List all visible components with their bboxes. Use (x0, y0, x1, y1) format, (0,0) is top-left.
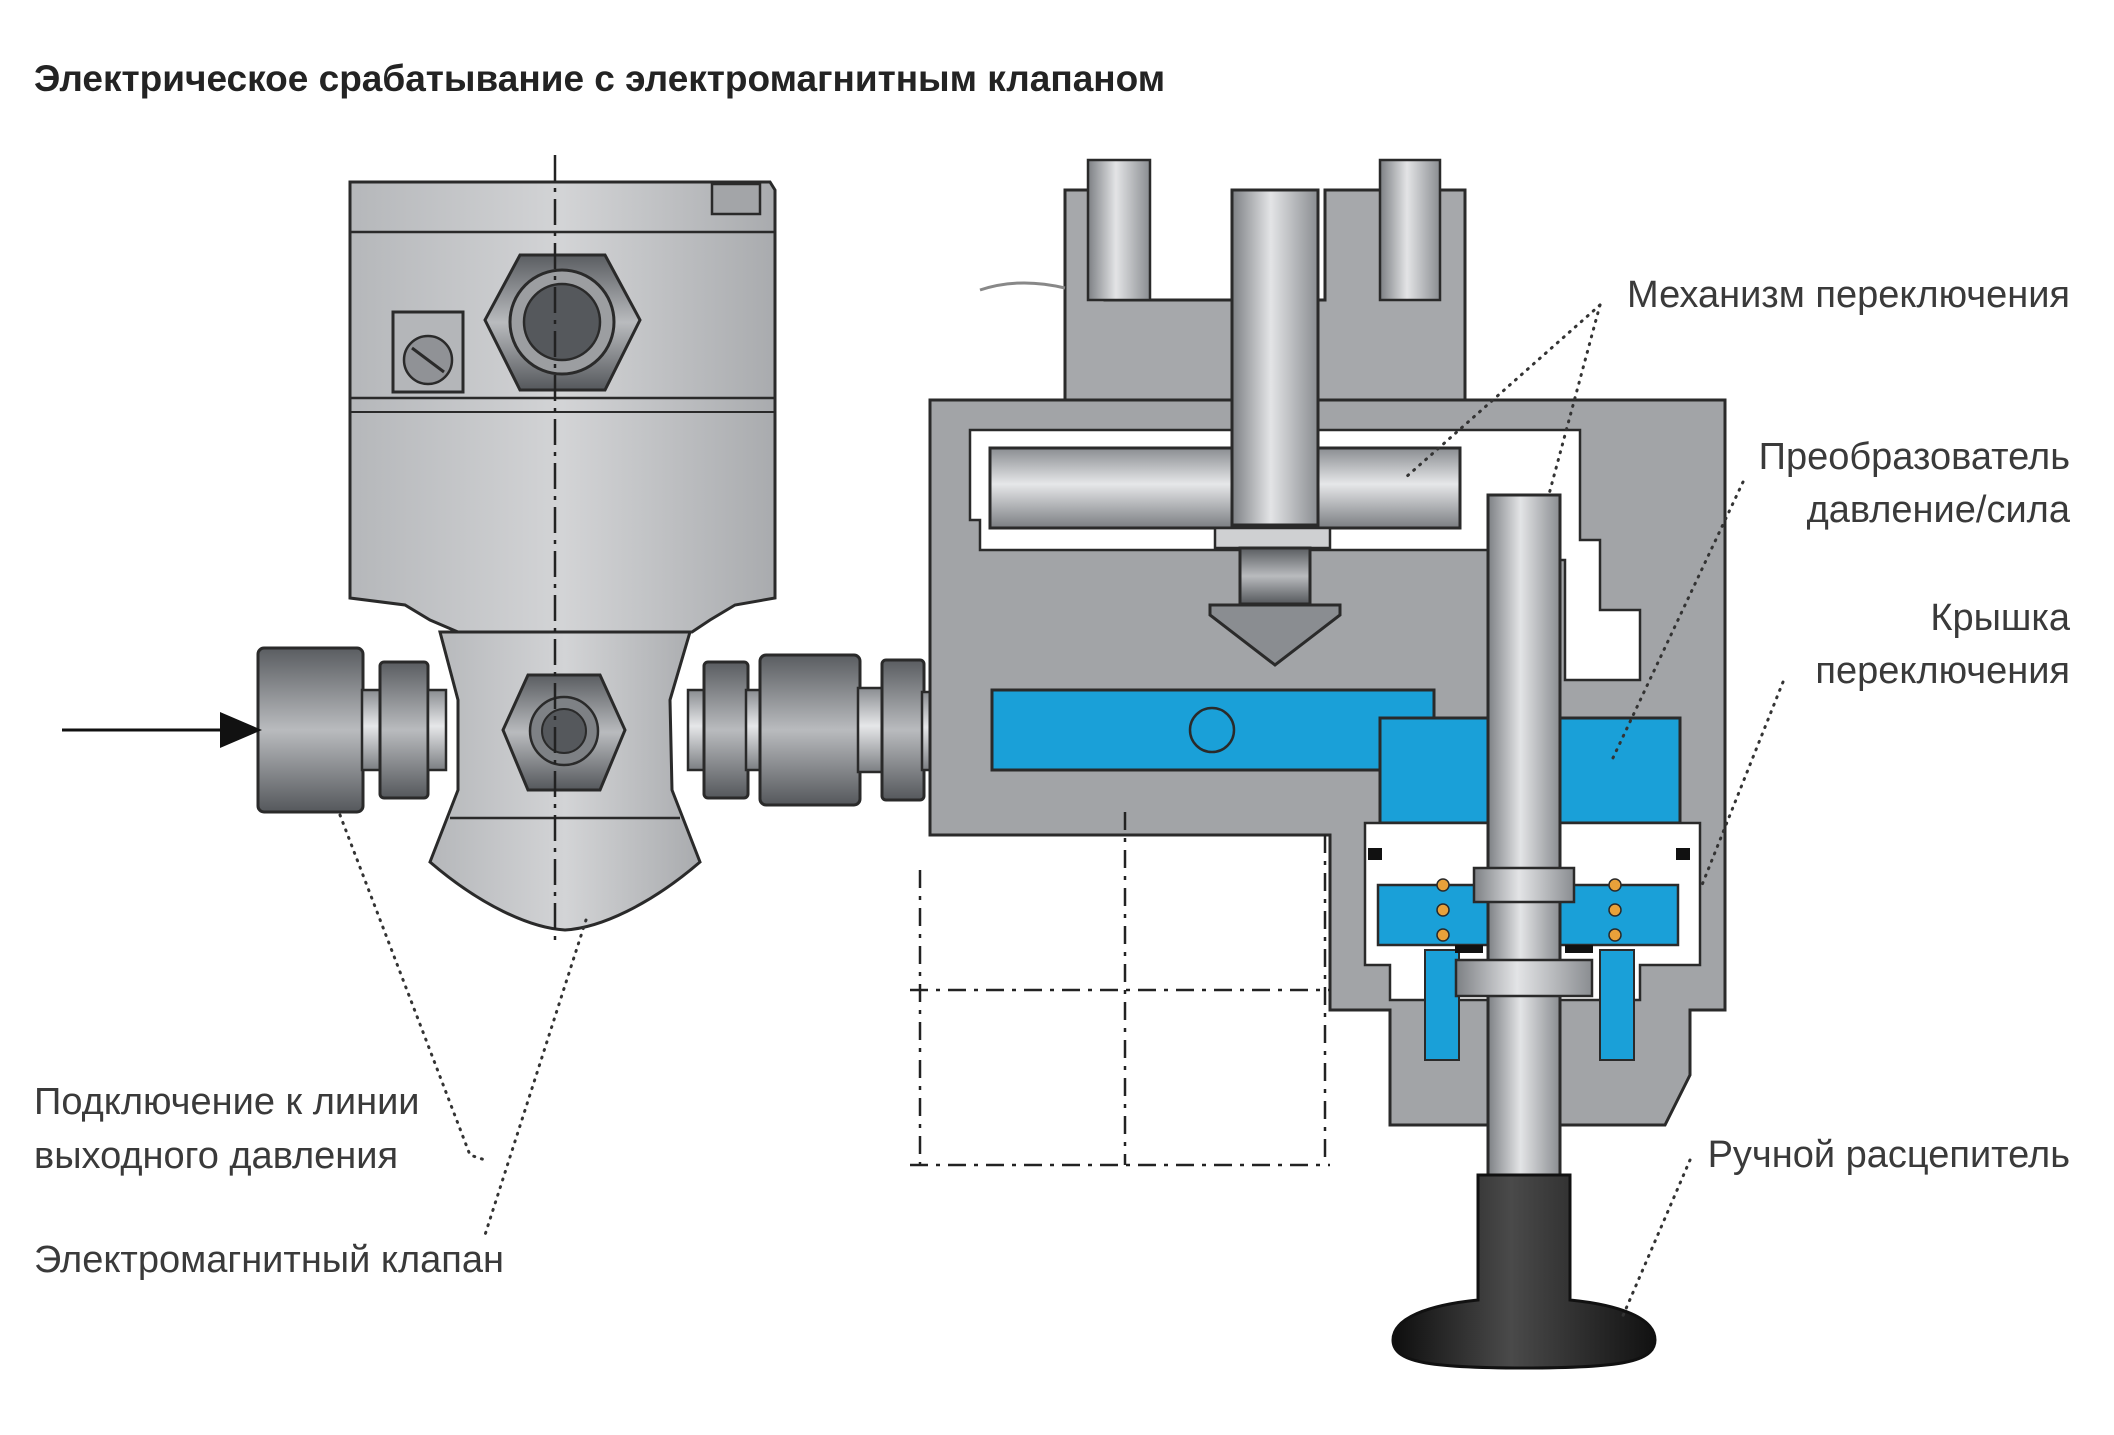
phantom-outline (910, 812, 1330, 1167)
actuator-neck (979, 158, 1467, 402)
outlet-fitting (686, 653, 994, 807)
manual-release (1391, 493, 1657, 1370)
solenoid-valve (348, 180, 777, 932)
page-title: Электрическое срабатывание с электромагн… (34, 58, 1165, 99)
cable-gland (483, 253, 642, 392)
label-transducer-line2: давление/сила (1807, 489, 2071, 531)
label-switching-cover-line2: переключения (1815, 650, 2070, 692)
label-transducer-line1: Преобразователь (1759, 436, 2070, 478)
terminal-screw (391, 310, 465, 394)
inlet-fitting (256, 646, 448, 814)
label-manual-release: Ручной расцепитель (1708, 1134, 2070, 1176)
label-switching-mechanism: Механизм переключения (1627, 274, 2070, 316)
label-switching-cover-line1: Крышка (1930, 597, 2071, 639)
label-outlet-connection-line2: выходного давления (34, 1135, 398, 1177)
label-solenoid-valve: Электромагнитный клапан (34, 1239, 504, 1281)
leader-lines (338, 303, 1785, 1320)
label-outlet-connection-line1: Подключение к линии (34, 1081, 420, 1123)
